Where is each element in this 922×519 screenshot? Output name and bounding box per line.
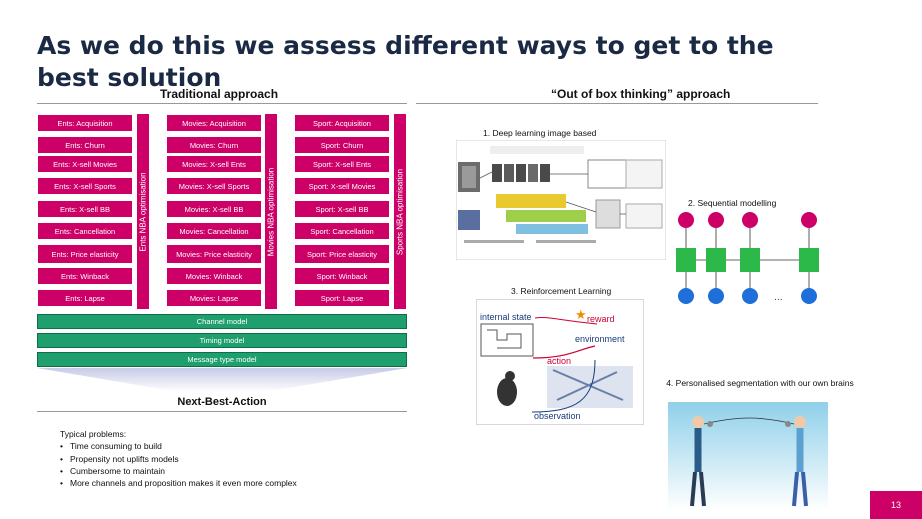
ents-nba-optimisation-label: Ents NBA optimisation	[138, 171, 148, 252]
model-box: Sport: X-sell BB	[294, 200, 390, 218]
sequential-modelling-caption: 2. Sequential modelling	[688, 198, 777, 208]
model-box: Ents: X-sell BB	[37, 200, 133, 218]
nba-funnel	[37, 368, 407, 392]
svg-text:...: ...	[774, 293, 783, 303]
model-box: Sport: X-sell Movies	[294, 177, 390, 195]
channel-model-bar: Channel model	[37, 314, 407, 329]
model-box: Sport: Cancellation	[294, 222, 390, 240]
reinforcement-learning-caption: 3. Reinforcement Learning	[511, 286, 612, 296]
action-label: action	[547, 356, 572, 366]
model-box: Movies: X-sell Ents	[166, 155, 262, 173]
timing-model-bar: Timing model	[37, 333, 407, 348]
nba-divider	[37, 411, 407, 412]
model-box: Sport: Winback	[294, 267, 390, 285]
model-box: Ents: Lapse	[37, 289, 133, 307]
model-box: Ents: Price elasticity	[37, 244, 133, 264]
model-box: Sport: Churn	[294, 136, 390, 154]
oob-divider	[416, 103, 818, 104]
movies-nba-optimisation-bar: Movies NBA optimisation	[265, 114, 277, 309]
model-box: Movies: Winback	[166, 267, 262, 285]
observation-label: observation	[534, 411, 581, 421]
typical-problems: Typical problems: Time consuming to buil…	[60, 428, 400, 490]
model-box: Sport: Acquisition	[294, 114, 390, 132]
problem-item: Propensity not uplifts models	[60, 453, 400, 466]
reinforcement-learning-diagram: internal state reward ★ environment acti…	[476, 299, 644, 425]
sports-nba-optimisation-bar: Sports NBA optimisation	[394, 114, 406, 309]
model-box: Ents: X-sell Movies	[37, 155, 133, 173]
message-type-model-bar: Message type model	[37, 352, 407, 367]
ents-nba-optimisation-bar: Ents NBA optimisation	[137, 114, 149, 309]
out-of-box-label: “Out of box thinking” approach	[551, 87, 731, 101]
page-title: As we do this we assess different ways t…	[37, 31, 774, 92]
model-box: Movies: Churn	[166, 136, 262, 154]
model-box: Sport: X-sell Ents	[294, 155, 390, 173]
personalised-segmentation-caption: 4. Personalised segmentation with our ow…	[666, 378, 854, 388]
movies-nba-optimisation-label: Movies NBA optimisation	[266, 167, 276, 256]
internal-state-label: internal state	[480, 312, 532, 322]
problem-item: More channels and proposition makes it e…	[60, 477, 400, 490]
traditional-divider	[37, 103, 407, 104]
model-box: Movies: X-sell BB	[166, 200, 262, 218]
environment-label: environment	[575, 334, 625, 344]
model-box: Ents: Cancellation	[37, 222, 133, 240]
model-box: Ents: X-sell Sports	[37, 177, 133, 195]
problems-heading: Typical problems:	[60, 429, 127, 439]
model-box: Movies: Price elasticity	[166, 244, 262, 264]
deep-learning-caption: 1. Deep learning image based	[483, 128, 597, 138]
model-box: Ents: Acquisition	[37, 114, 133, 132]
model-box: Movies: Acquisition	[166, 114, 262, 132]
problem-item: Time consuming to build	[60, 440, 400, 453]
problem-item: Cumbersome to maintain	[60, 465, 400, 478]
next-best-action-label: Next-Best-Action	[177, 396, 267, 408]
model-box: Sport: Price elasticity	[294, 244, 390, 264]
traditional-approach-label: Traditional approach	[160, 87, 279, 101]
model-box: Movies: Lapse	[166, 289, 262, 307]
rl-illustration	[480, 317, 633, 413]
model-box: Ents: Churn	[37, 136, 133, 154]
sports-nba-optimisation-label: Sports NBA optimisation	[395, 168, 405, 255]
reward-label: reward	[587, 314, 615, 324]
model-box: Ents: Winback	[37, 267, 133, 285]
model-box: Movies: X-sell Sports	[166, 177, 262, 195]
segmentation-illustration	[668, 402, 828, 510]
deep-learning-diagram	[456, 140, 666, 260]
model-box: Sport: Lapse	[294, 289, 390, 307]
sequential-modelling-diagram: ...	[676, 212, 819, 304]
reward-star-icon: ★	[575, 307, 587, 322]
page-number: 13	[870, 491, 922, 519]
model-box: Movies: Cancellation	[166, 222, 262, 240]
